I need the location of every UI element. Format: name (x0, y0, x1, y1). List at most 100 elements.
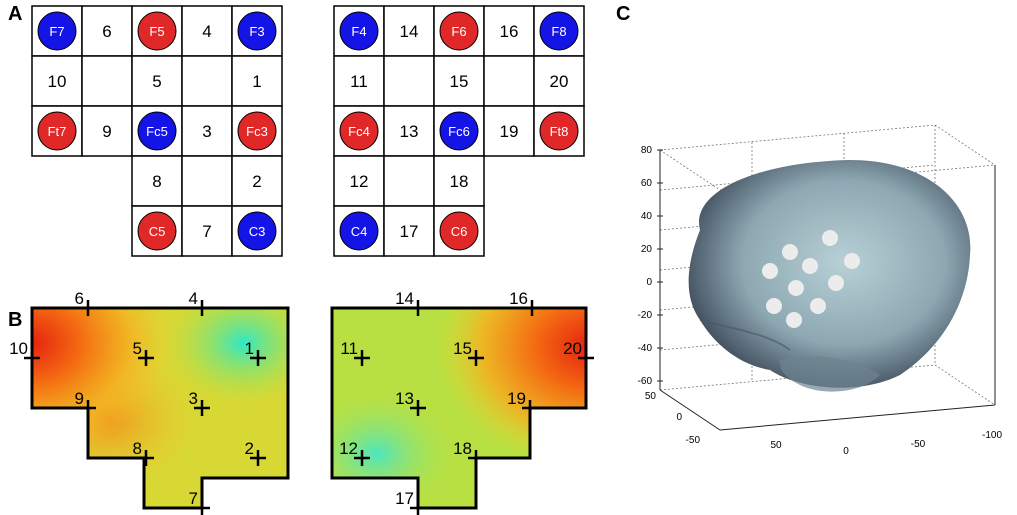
plot-axes (659, 150, 996, 431)
electrode-c3 (237, 211, 277, 251)
channel-number: 18 (450, 172, 469, 191)
channel-marker: 8 (133, 439, 154, 466)
electrode-c5 (137, 211, 177, 251)
electrode-label: F8 (551, 24, 566, 39)
y-tick-label: -50 (686, 435, 701, 446)
grid-cell: 13 (383, 105, 435, 157)
channel-label: 8 (133, 439, 142, 458)
grid-cell: C3 (231, 205, 283, 257)
electrode-f7 (37, 11, 77, 51)
panel-label-c: C (616, 3, 630, 25)
electrode-label: C4 (351, 224, 368, 239)
z-tick-label: 0 (646, 277, 652, 288)
brain-electrode-dots (762, 230, 860, 328)
panel-label-b: B (8, 309, 22, 331)
channel-number: 17 (400, 222, 419, 241)
channel-marker: 4 (189, 289, 210, 316)
electrode-c6 (439, 211, 479, 251)
channel-marker: 17 (395, 489, 426, 515)
electrode-label: Fc3 (246, 124, 268, 139)
channel-marker: 18 (453, 439, 484, 466)
grid-cell: F7 (31, 5, 83, 57)
channel-label: 6 (75, 289, 84, 308)
channel-label: 12 (339, 439, 358, 458)
electrode-f8 (539, 11, 579, 51)
grid-cell: 8 (131, 155, 183, 207)
grid-cell: 5 (131, 55, 183, 107)
channel-number: 13 (400, 122, 419, 141)
grid-cell: 1 (231, 55, 283, 107)
channel-label: 19 (507, 389, 526, 408)
channel-marker: 12 (339, 439, 370, 466)
channel-marker: 13 (395, 389, 426, 416)
brain-surface (688, 160, 971, 388)
channel-label: 16 (509, 289, 528, 308)
grid-cell: F5 (131, 5, 183, 57)
channel-number: 11 (350, 72, 368, 91)
grid-cell: C4 (333, 205, 385, 257)
channel-marker: 2 (245, 439, 266, 466)
grid-cell: Ft8 (533, 105, 585, 157)
grid-cell (383, 155, 435, 207)
grid-cell: 20 (533, 55, 585, 107)
electrode-label: F4 (351, 24, 366, 39)
channel-label: 7 (189, 489, 198, 508)
z-tick-label: -60 (638, 376, 653, 387)
grid-cell (483, 55, 535, 107)
electrode-label: F3 (249, 24, 264, 39)
electrode-label: Ft7 (48, 124, 67, 139)
grid-cell: 17 (383, 205, 435, 257)
channel-marker: 9 (75, 389, 96, 416)
z-tick-label: -40 (638, 343, 653, 354)
grid-cell: 19 (483, 105, 535, 157)
grid-cell: F6 (433, 5, 485, 57)
channel-marker: 14 (395, 289, 426, 316)
channel-label: 13 (395, 389, 414, 408)
electrode-label: Fc6 (448, 124, 470, 139)
channel-marker: 10 (9, 339, 40, 366)
channel-number: 8 (152, 172, 161, 191)
grid-cell: F8 (533, 5, 585, 57)
channel-label: 1 (245, 339, 254, 358)
electrode-fc3 (237, 111, 277, 151)
electrode-fc4 (339, 111, 379, 151)
grid-cell: 10 (31, 55, 83, 107)
channel-number: 2 (252, 172, 261, 191)
channel-number: 4 (202, 22, 211, 41)
channel-label: 10 (9, 339, 28, 358)
channel-number: 1 (252, 72, 261, 91)
electrode-label: Fc4 (348, 124, 370, 139)
grid-cell: 14 (383, 5, 435, 57)
channel-marker: 6 (75, 289, 96, 316)
grid-cell: Fc4 (333, 105, 385, 157)
grid-cell: 2 (231, 155, 283, 207)
electrode-label: Fc5 (146, 124, 168, 139)
channel-number: 7 (202, 222, 211, 241)
channel-label: 18 (453, 439, 472, 458)
channel-label: 9 (75, 389, 84, 408)
channel-number: 6 (102, 22, 111, 41)
z-tick-label: 80 (641, 145, 653, 156)
grid-cell: Fc6 (433, 105, 485, 157)
electrode-label: F6 (451, 24, 466, 39)
grid-cell: Ft7 (31, 105, 83, 157)
channel-marker: 15 (453, 339, 484, 366)
channel-label: 15 (453, 339, 472, 358)
grid-cell: 16 (483, 5, 535, 57)
y-tick-label: 50 (645, 391, 657, 402)
electrode-f5 (137, 11, 177, 51)
electrode-f6 (439, 11, 479, 51)
channel-number: 20 (550, 72, 569, 91)
electrode-fc6 (439, 111, 479, 151)
electrode-label: C3 (249, 224, 266, 239)
z-tick-label: -20 (638, 310, 653, 321)
electrode-label: F5 (149, 24, 164, 39)
channel-number: 3 (202, 122, 211, 141)
